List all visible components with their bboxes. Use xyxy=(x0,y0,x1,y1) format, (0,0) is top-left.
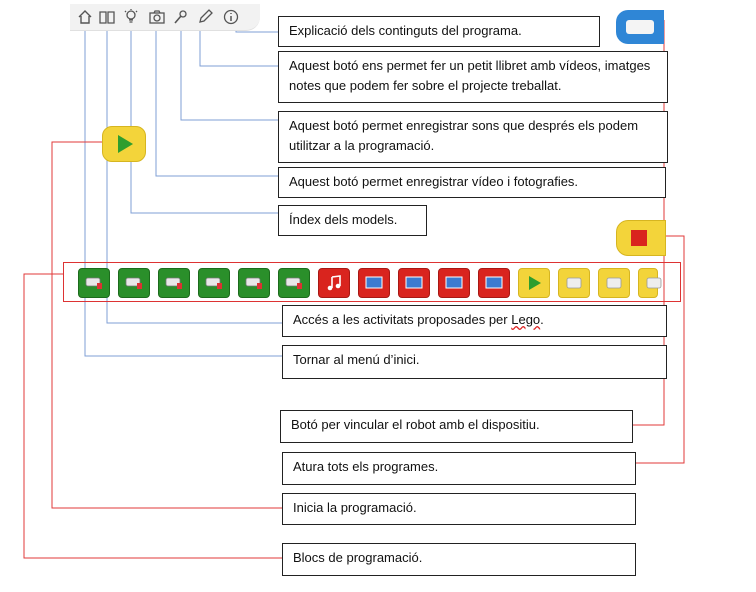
note-lego-activities-prefix: Accés a les activitats proposades per xyxy=(293,312,512,327)
display-image-icon xyxy=(365,275,383,291)
stop-all-button[interactable] xyxy=(616,220,666,256)
music-note-icon xyxy=(325,275,343,291)
palette-block-motor-ccw[interactable] xyxy=(198,268,230,298)
connector-start-program xyxy=(51,141,282,509)
message-icon xyxy=(645,275,663,291)
robot-hub-icon xyxy=(626,20,654,34)
palette-block-display-clear[interactable] xyxy=(478,268,510,298)
note-start-program-text: Inicia la programació. xyxy=(293,500,417,515)
microphone-icon[interactable] xyxy=(172,8,190,26)
note-home-menu: Tornar al menú d’inici. xyxy=(282,345,667,379)
display-clear-icon xyxy=(485,275,503,291)
note-home-menu-text: Tornar al menú d’inici. xyxy=(293,352,420,367)
palette-block-motor-time[interactable] xyxy=(118,268,150,298)
note-stop-all-text: Atura tots els programes. xyxy=(293,459,439,474)
palette-block-tilt[interactable] xyxy=(598,268,630,298)
start-program-button[interactable] xyxy=(102,126,146,162)
palette-block-display-add[interactable] xyxy=(438,268,470,298)
connector-models-index xyxy=(130,22,278,214)
palette-block-motor-speed[interactable] xyxy=(78,268,110,298)
palette-block-motor-off[interactable] xyxy=(158,268,190,298)
motor-speed-icon xyxy=(85,275,103,291)
note-info-text: Explicació dels continguts del programa. xyxy=(289,23,522,38)
connector-home-menu xyxy=(84,22,282,357)
top-toolbar xyxy=(70,4,260,31)
note-lego-activities-suffix: . xyxy=(540,312,544,327)
palette-block-music-note[interactable] xyxy=(318,268,350,298)
stop-icon xyxy=(631,230,647,246)
note-start-program: Inicia la programació. xyxy=(282,493,636,525)
tilt-icon xyxy=(605,275,623,291)
display-number-icon xyxy=(405,275,423,291)
palette-block-start[interactable] xyxy=(518,268,550,298)
lightbulb-icon[interactable] xyxy=(122,8,140,26)
note-models-index: Índex dels models. xyxy=(278,205,427,236)
play-icon xyxy=(118,135,133,153)
book-icon[interactable] xyxy=(98,8,116,26)
note-record-video-text: Aquest botó permet enregistrar vídeo i f… xyxy=(289,174,579,189)
palette-block-display-number[interactable] xyxy=(398,268,430,298)
note-documentation-text: Aquest botó ens permet fer un petit llib… xyxy=(289,58,651,93)
motor-ccw-icon xyxy=(205,275,223,291)
block-palette xyxy=(63,262,681,302)
motor-cw-icon xyxy=(245,275,263,291)
key-icon xyxy=(565,275,583,291)
note-program-blocks: Blocs de programació. xyxy=(282,543,636,576)
note-lego-activities: Accés a les activitats proposades per Le… xyxy=(282,305,667,337)
display-add-icon xyxy=(445,275,463,291)
note-record-sound-text: Aquest botó permet enregistrar sons que … xyxy=(289,118,639,153)
connector-record-video xyxy=(155,22,278,177)
palette-block-display-image[interactable] xyxy=(358,268,390,298)
note-record-video: Aquest botó permet enregistrar vídeo i f… xyxy=(278,167,666,198)
note-record-sound: Aquest botó permet enregistrar sons que … xyxy=(278,111,668,163)
link-robot-button[interactable] xyxy=(616,10,664,44)
note-link-robot: Botó per vincular el robot amb el dispos… xyxy=(280,410,633,443)
palette-block-key[interactable] xyxy=(558,268,590,298)
note-stop-all: Atura tots els programes. xyxy=(282,452,636,485)
light-icon xyxy=(285,275,303,291)
info-icon[interactable] xyxy=(222,8,240,26)
camera-icon[interactable] xyxy=(148,8,166,26)
pencil-icon[interactable] xyxy=(196,8,214,26)
note-documentation: Aquest botó ens permet fer un petit llib… xyxy=(278,51,668,103)
motor-time-icon xyxy=(125,275,143,291)
connector-record-sound xyxy=(180,22,278,121)
palette-block-light[interactable] xyxy=(278,268,310,298)
note-lego-activities-word: Lego xyxy=(511,312,541,327)
connector-program-blocks xyxy=(23,273,282,559)
note-link-robot-text: Botó per vincular el robot amb el dispos… xyxy=(291,417,540,432)
note-program-blocks-text: Blocs de programació. xyxy=(293,550,423,565)
home-icon[interactable] xyxy=(76,8,94,26)
start-icon xyxy=(525,275,543,291)
palette-block-motor-cw[interactable] xyxy=(238,268,270,298)
note-info: Explicació dels continguts del programa. xyxy=(278,16,600,47)
note-models-index-text: Índex dels models. xyxy=(289,212,398,227)
palette-block-message[interactable] xyxy=(638,268,662,298)
blue-connectors xyxy=(84,22,282,357)
motor-off-icon xyxy=(165,275,183,291)
